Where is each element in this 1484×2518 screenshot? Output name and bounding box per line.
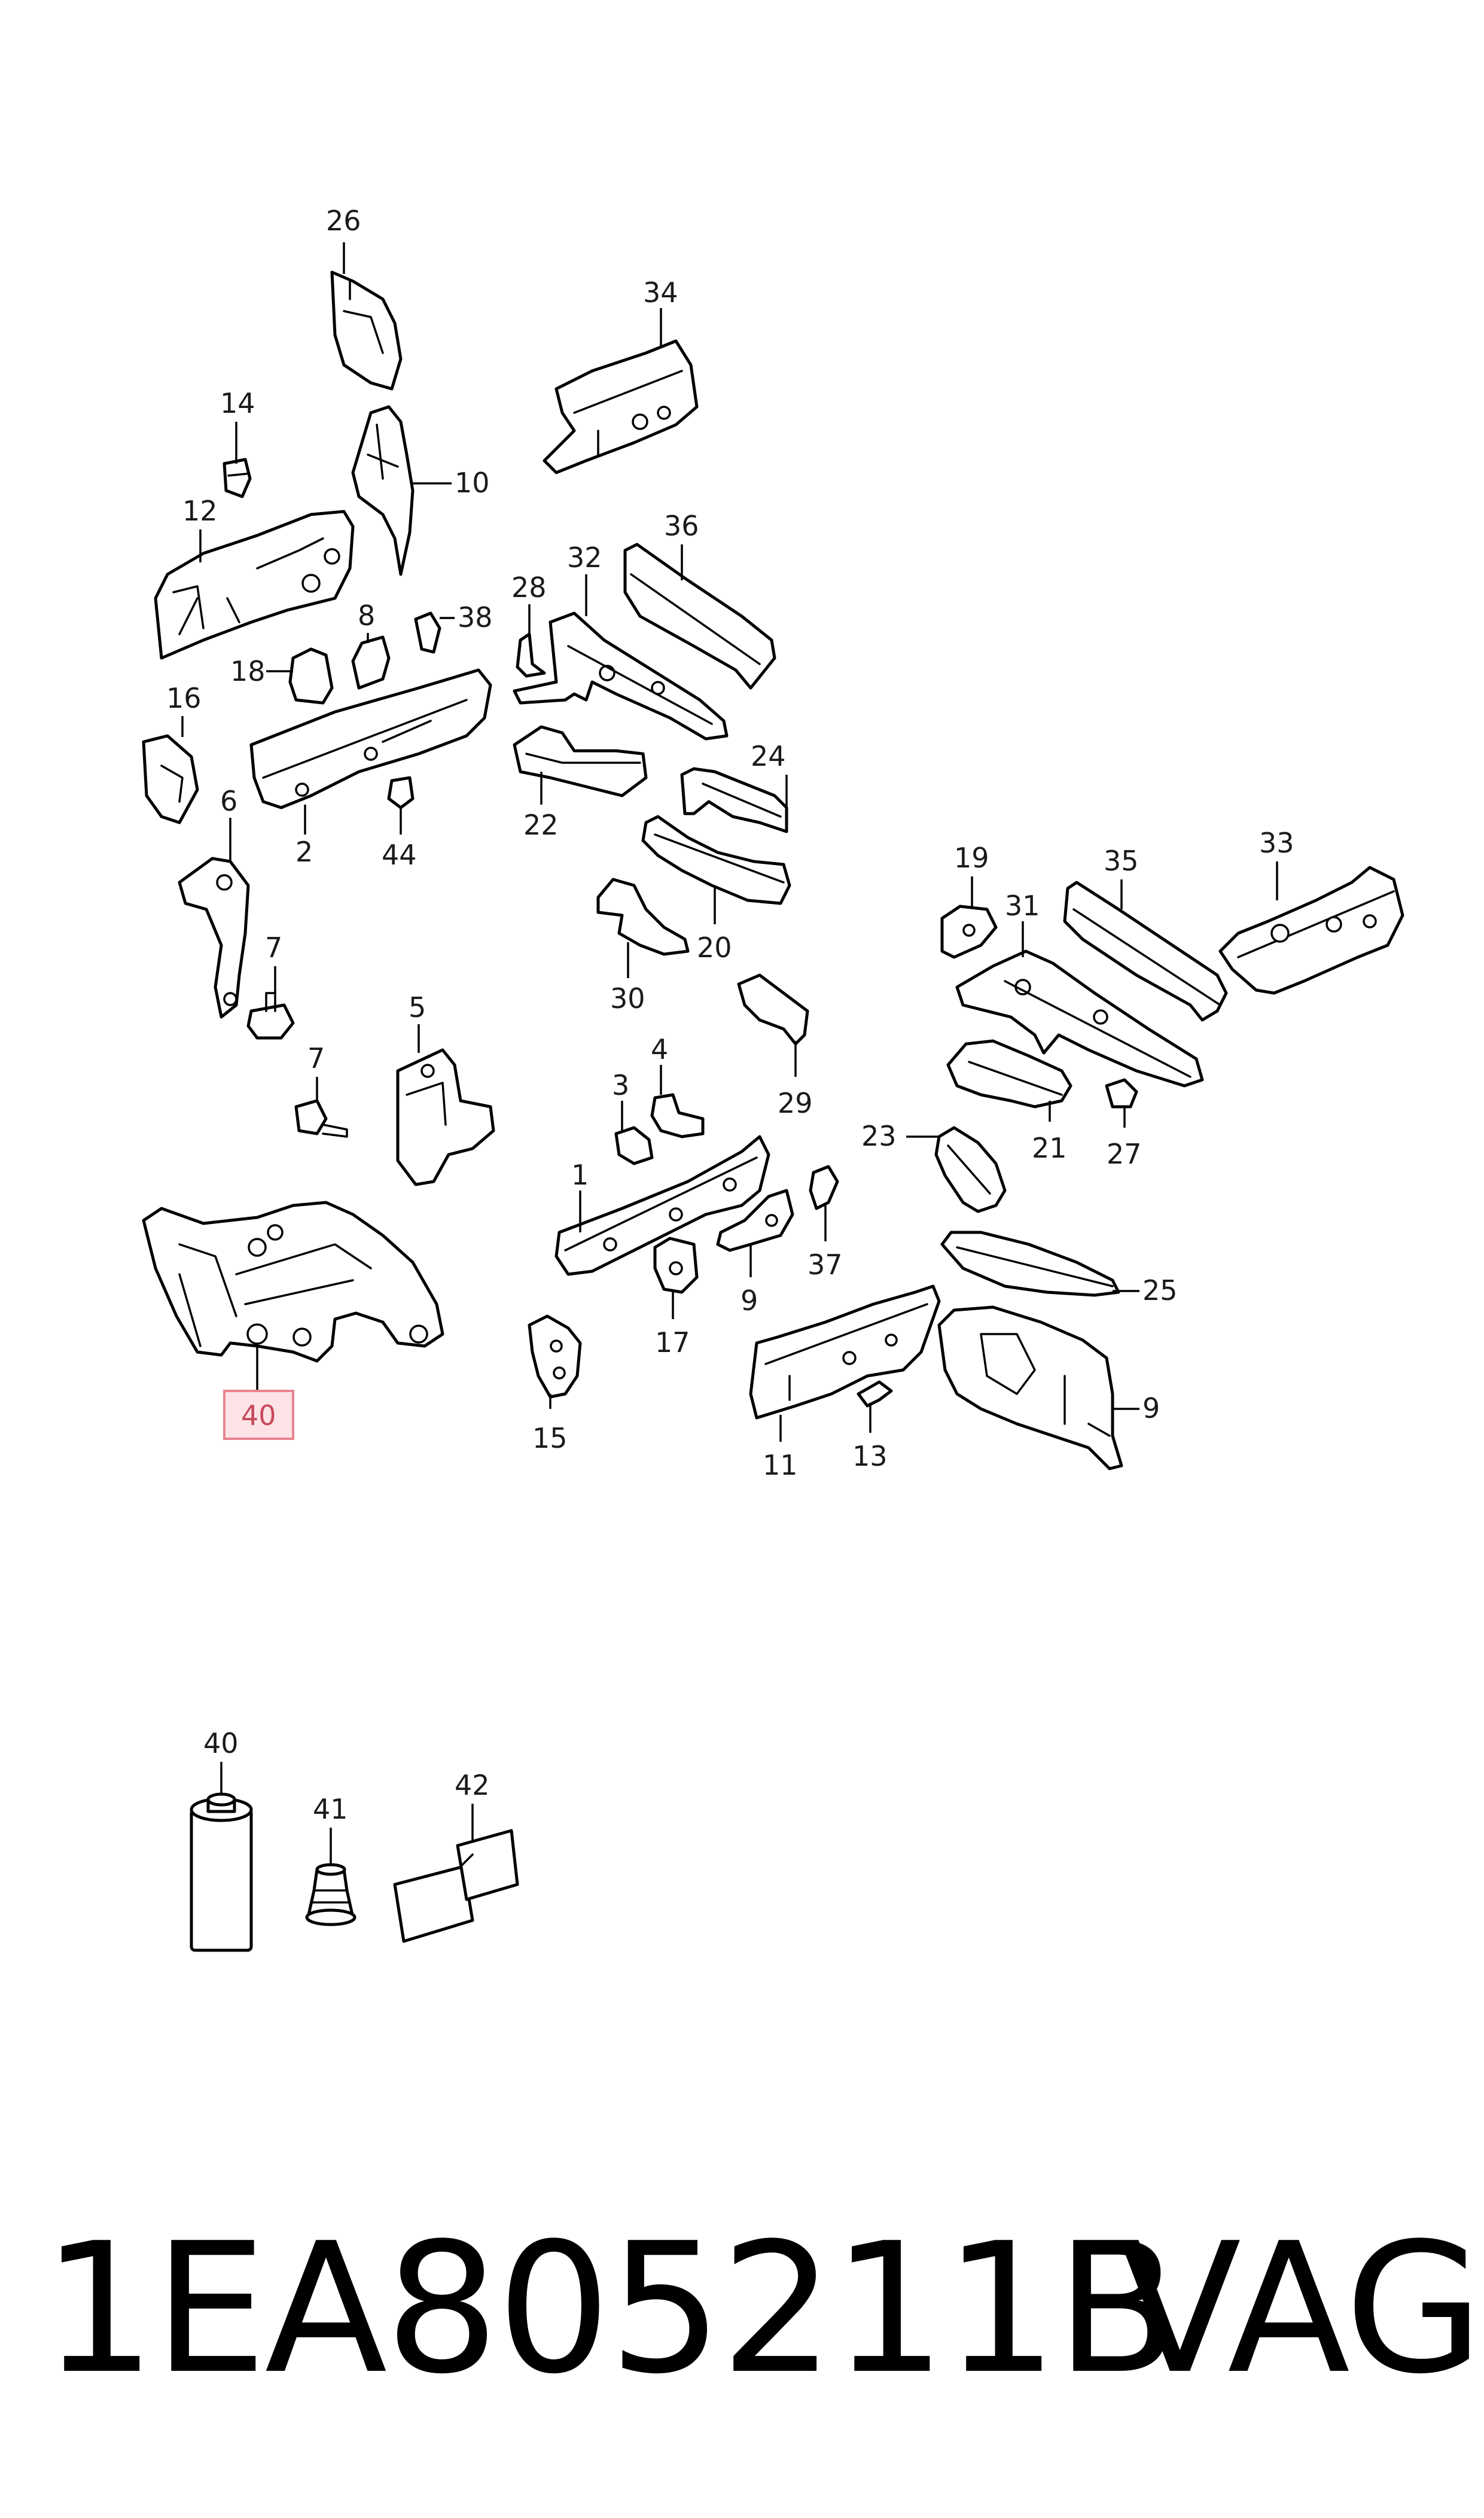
callout-4: 4 (651, 1033, 668, 1065)
callout-26: 25 (1142, 1274, 1178, 1307)
part-35 (543, 339, 699, 474)
callout-34: 33 (1259, 827, 1294, 859)
part-41 (190, 1792, 253, 1952)
callout-33: 32 (567, 541, 602, 574)
callout-38: 37 (807, 1249, 843, 1281)
part-8 (716, 1189, 794, 1252)
callout-7b: 7 (307, 1042, 325, 1074)
part-21 (641, 815, 791, 905)
callout-29: 28 (511, 571, 547, 604)
callout-27: 26 (326, 205, 361, 237)
part-7b (294, 1099, 348, 1138)
part-34 (1218, 866, 1404, 995)
callout-1: 1 (571, 1159, 589, 1191)
callout-16: 15 (532, 1422, 568, 1454)
part-24 (934, 1126, 1007, 1213)
part-11 (351, 405, 415, 576)
callout-10: 9 (1142, 1392, 1160, 1424)
part-25 (680, 767, 788, 833)
part-4 (650, 1093, 705, 1138)
part-12 (749, 1284, 941, 1420)
part-38 (809, 1165, 839, 1210)
part-10 (937, 1305, 1123, 1470)
part-43 (393, 1829, 519, 1943)
callout-8: 9 (741, 1284, 758, 1317)
callout-41: 40 (203, 1727, 239, 1759)
part-5 (396, 1048, 495, 1186)
callout-36: 35 (1104, 845, 1139, 877)
part-40 (142, 1201, 444, 1363)
callout-21: 20 (697, 931, 732, 964)
part-36 (1063, 881, 1228, 1022)
brand-label: VAG (1119, 2205, 1483, 2413)
callout-43: 42 (455, 1769, 490, 1801)
part-39 (414, 611, 441, 654)
callout-5: 5 (409, 991, 426, 1024)
part-14 (857, 1380, 893, 1408)
part-16 (528, 1314, 582, 1399)
part-27 (330, 270, 403, 391)
callout-40: 40 (241, 1399, 276, 1432)
callout-9: 8 (358, 599, 375, 632)
callout-31: 30 (610, 982, 645, 1015)
part-3 (614, 1126, 654, 1165)
part-1 (554, 1135, 770, 1276)
callout-13: 12 (182, 495, 218, 527)
part-31 (596, 878, 690, 956)
part-20 (940, 905, 998, 959)
callout-25: 24 (751, 740, 786, 772)
part-23 (513, 725, 648, 797)
part-26 (940, 1231, 1120, 1297)
callout-24: 23 (861, 1120, 897, 1152)
part-37 (623, 543, 776, 690)
callout-44: 44 (382, 839, 417, 871)
callout-32: 31 (1005, 890, 1040, 922)
part-9 (351, 635, 391, 690)
callout-23: 22 (523, 809, 559, 841)
part-2 (249, 668, 492, 809)
part-number: 1EA805211B (42, 2205, 1179, 2413)
callout-28: 27 (1107, 1138, 1142, 1170)
callout-14: 13 (852, 1440, 888, 1472)
part-32 (955, 949, 1204, 1088)
callout-22: 21 (1032, 1132, 1067, 1164)
callout-18: 17 (655, 1326, 690, 1359)
part-33 (513, 611, 729, 741)
part-30 (737, 973, 809, 1046)
part-42 (305, 1863, 356, 1926)
callout-17: 16 (166, 682, 202, 714)
part-13 (154, 510, 355, 660)
callout-35: 34 (643, 276, 678, 309)
callout-20: 19 (954, 842, 989, 874)
part-19 (288, 647, 334, 705)
part-28 (1105, 1078, 1138, 1109)
callout-40-highlight: 40 (223, 1390, 294, 1440)
part-18 (653, 1237, 699, 1294)
callout-3: 3 (612, 1069, 629, 1101)
part-22 (946, 1039, 1072, 1109)
callout-30: 29 (778, 1087, 813, 1119)
part-17 (142, 734, 199, 824)
part-29 (516, 632, 546, 678)
part-7a (246, 992, 295, 1040)
part-6 (178, 857, 250, 1019)
part-44 (387, 776, 415, 809)
callout-12: 11 (763, 1449, 798, 1481)
callout-11: 10 (455, 467, 490, 499)
callout-19: 18 (230, 655, 266, 687)
callout-37: 36 (664, 510, 699, 542)
callout-6: 6 (220, 785, 237, 817)
callout-7a: 7 (265, 931, 282, 964)
callout-15: 14 (220, 387, 255, 419)
part-15 (223, 458, 252, 498)
callout-42: 41 (313, 1793, 348, 1825)
callout-2: 2 (295, 836, 313, 868)
callout-39: 38 (458, 601, 493, 634)
